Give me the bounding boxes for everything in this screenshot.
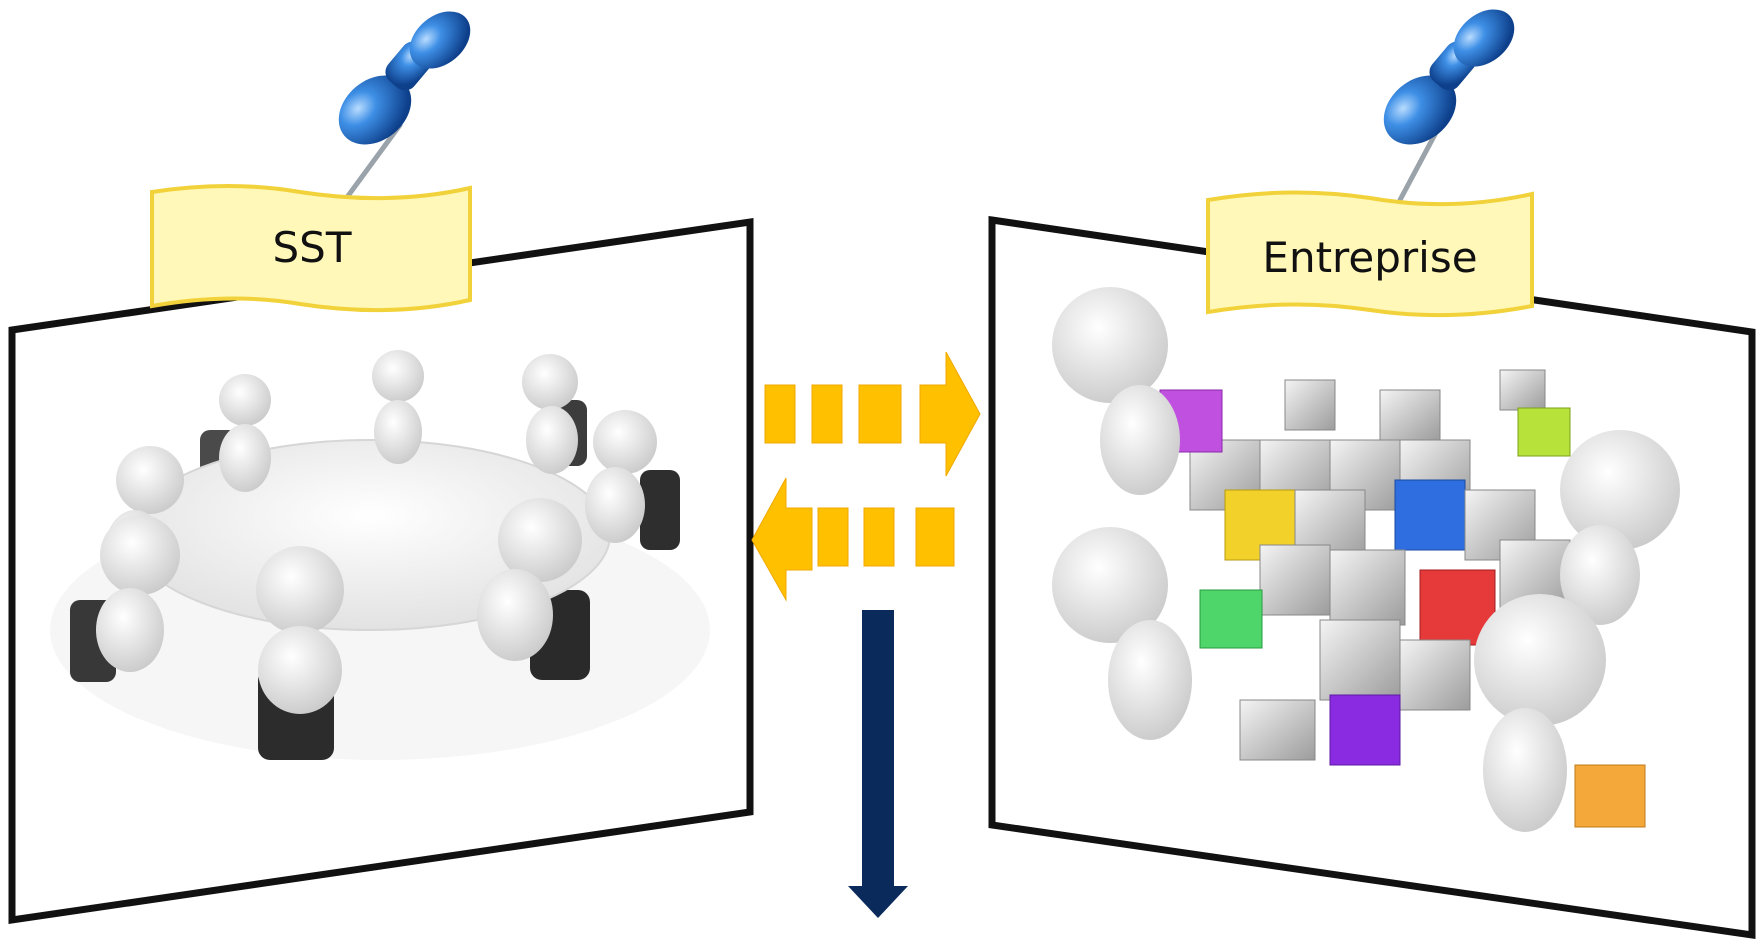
left-label-banner: SST [150,184,472,313]
left-label: SST [273,223,352,272]
people-building-cubes-icon [1052,287,1680,832]
right-label-banner: Entreprise [1206,190,1534,318]
left-pin-icon [338,11,471,203]
right-panel [988,215,1756,940]
right-pin-icon [1383,9,1515,203]
dashed-arrow-left-icon [751,477,955,602]
arrow-down-icon [848,610,908,918]
dashed-arrow-right-icon [764,351,981,477]
round-table-meeting-people-icon [50,350,710,760]
right-label: Entreprise [1262,233,1477,282]
left-panel [8,217,754,925]
